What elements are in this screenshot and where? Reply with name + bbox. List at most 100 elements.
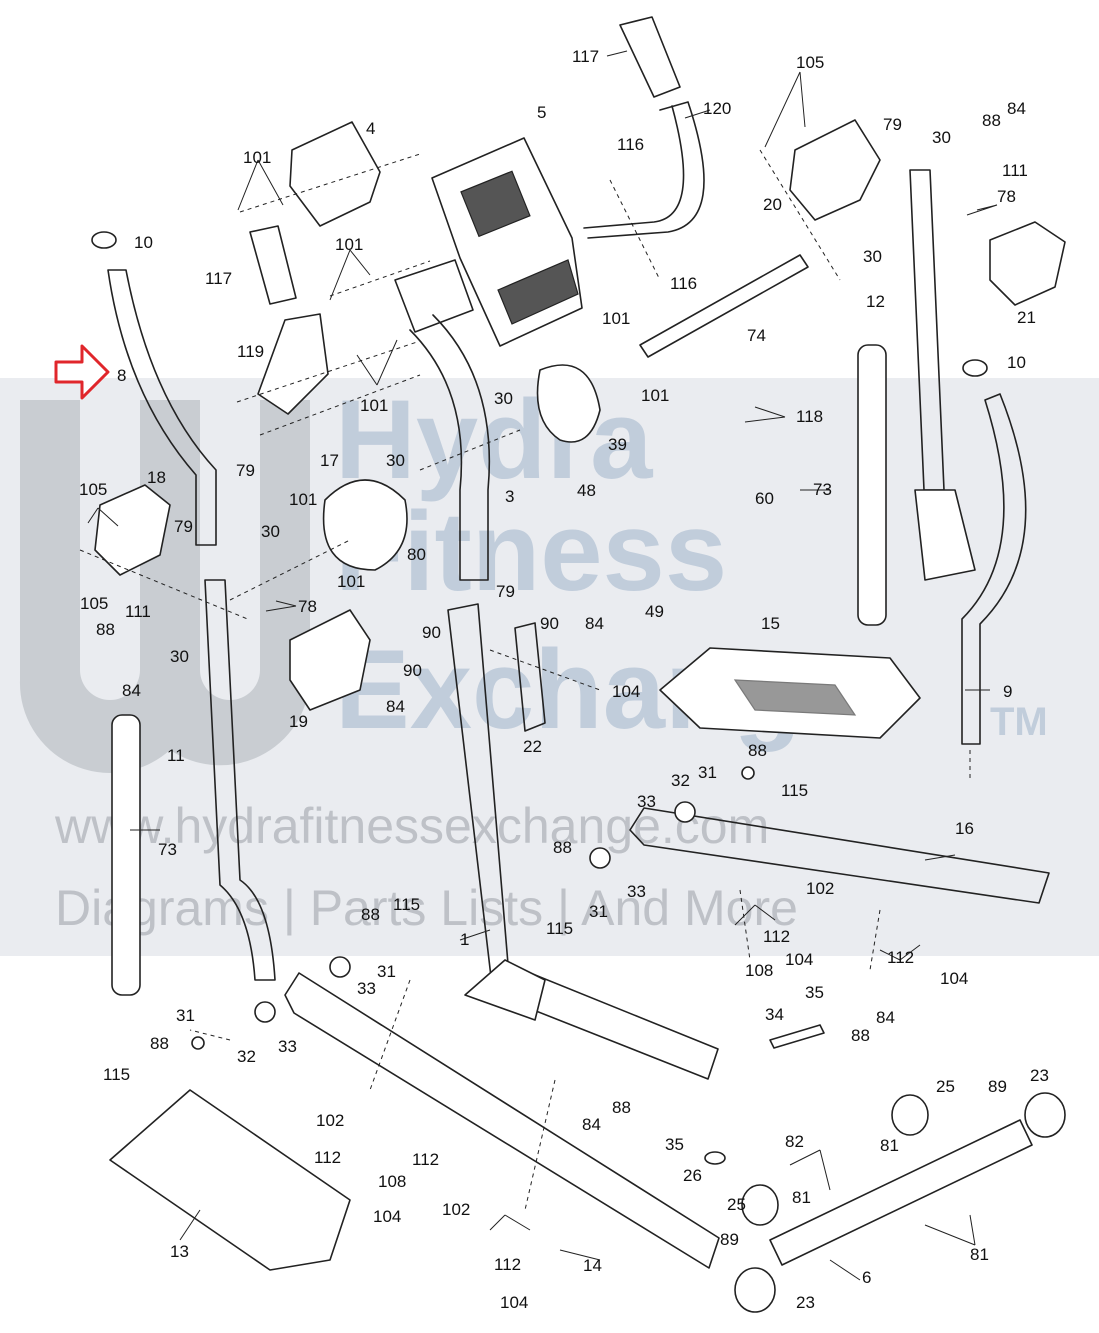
callout-34: 34 [765, 1005, 784, 1024]
part-13-pedal-left [109, 1089, 351, 1271]
part-21-shroud [989, 221, 1066, 306]
callout-108: 108 [378, 1172, 406, 1191]
callout-31: 31 [176, 1006, 195, 1025]
callout-11: 11 [167, 746, 185, 765]
callout-48: 48 [577, 481, 596, 500]
watermark-line1: Hydra [335, 377, 653, 502]
part-25-wheel-left [741, 1184, 779, 1226]
callout-19: 19 [289, 712, 308, 731]
callout-84: 84 [585, 614, 604, 633]
callout-111: 111 [125, 602, 151, 621]
callout-12: 12 [866, 292, 885, 311]
callout-33: 33 [357, 979, 376, 998]
callout-101: 101 [289, 490, 317, 509]
callout-32: 32 [671, 771, 690, 790]
callout-101: 101 [602, 309, 630, 328]
watermark-trademark: TM [990, 700, 1048, 744]
callout-112: 112 [763, 927, 790, 946]
callout-74: 74 [747, 326, 766, 345]
part-10-cap-left [91, 231, 117, 249]
watermark-band [0, 378, 1099, 956]
part-indicator-arrow-icon [54, 344, 110, 400]
callout-105: 105 [796, 53, 824, 72]
callout-115: 115 [393, 895, 420, 914]
callout-90: 90 [403, 661, 422, 680]
callout-88: 88 [553, 838, 572, 857]
callout-102: 102 [442, 1200, 470, 1219]
callout-84: 84 [386, 697, 405, 716]
part-10-cap-right [962, 359, 988, 377]
part-8-upper-arm-left [107, 269, 217, 546]
callout-84: 84 [876, 1008, 895, 1027]
watermark-logo-icon [19, 400, 310, 773]
callout-104: 104 [940, 969, 968, 988]
part-39-cover [536, 364, 601, 443]
callout-82: 82 [785, 1132, 804, 1151]
callout-1: 1 [460, 930, 469, 949]
part-4-shroud [289, 121, 381, 227]
callout-31: 31 [589, 902, 608, 921]
callout-33: 33 [278, 1037, 297, 1056]
callout-13: 13 [170, 1242, 189, 1261]
callout-35: 35 [665, 1135, 684, 1154]
callout-49: 49 [645, 602, 664, 621]
callout-120: 120 [703, 99, 731, 118]
part-120-handlebar [587, 101, 705, 239]
callout-81: 81 [970, 1245, 989, 1264]
callout-23: 23 [1030, 1066, 1049, 1085]
callout-10: 10 [134, 233, 153, 252]
callout-90: 90 [422, 623, 441, 642]
callout-78: 78 [298, 597, 317, 616]
callout-88: 88 [612, 1098, 631, 1117]
part-14-pedal-arm-left [284, 972, 720, 1269]
part-17-cover [322, 479, 408, 571]
callout-89: 89 [720, 1230, 739, 1249]
callout-112: 112 [412, 1150, 439, 1169]
callout-30: 30 [494, 389, 513, 408]
callout-119: 119 [237, 342, 264, 361]
callout-17: 17 [320, 451, 339, 470]
alignment-lines [79, 149, 971, 1211]
callout-84: 84 [1007, 99, 1026, 118]
parts [91, 16, 1066, 1313]
callout-101: 101 [641, 386, 669, 405]
callout-118: 118 [796, 407, 823, 426]
callout-22: 22 [523, 737, 542, 756]
callout-88: 88 [96, 620, 115, 639]
callout-79: 79 [883, 115, 902, 134]
part-26-leveler [704, 1151, 726, 1165]
callout-31: 31 [698, 763, 717, 782]
callout-88: 88 [982, 111, 1001, 130]
part-34-axle [769, 1024, 825, 1049]
callout-73: 73 [158, 840, 177, 859]
callout-33: 33 [627, 882, 646, 901]
callout-3: 3 [505, 487, 514, 506]
part-11-lower-arm-left [204, 579, 276, 981]
part-33-pulley [329, 956, 351, 978]
callout-79: 79 [236, 461, 255, 480]
callout-88: 88 [150, 1034, 169, 1053]
callout-labels: 117 120 105 84 88 79 30 111 4 5 116 20 7… [79, 47, 1049, 1312]
part-20-housing [789, 119, 881, 221]
callout-6: 6 [862, 1268, 871, 1287]
callout-104: 104 [785, 950, 813, 969]
callout-108: 108 [745, 961, 773, 980]
part-23-endcap-left [734, 1267, 776, 1313]
callout-35: 35 [805, 983, 824, 1002]
callout-105: 105 [79, 480, 107, 499]
callout-88: 88 [851, 1026, 870, 1045]
callout-112: 112 [314, 1148, 341, 1167]
callout-79: 79 [496, 582, 515, 601]
callout-84: 84 [122, 681, 141, 700]
callout-112: 112 [887, 948, 914, 967]
callout-30: 30 [386, 451, 405, 470]
callout-88: 88 [361, 905, 380, 924]
part-73-tube-right [857, 344, 887, 626]
callout-9: 9 [1003, 682, 1012, 701]
callout-4: 4 [366, 119, 375, 138]
callout-26: 26 [683, 1166, 702, 1185]
callout-32: 32 [237, 1047, 256, 1066]
part-23-endcap-right [1024, 1092, 1066, 1138]
callout-33: 33 [637, 792, 656, 811]
callout-112: 112 [494, 1255, 521, 1274]
